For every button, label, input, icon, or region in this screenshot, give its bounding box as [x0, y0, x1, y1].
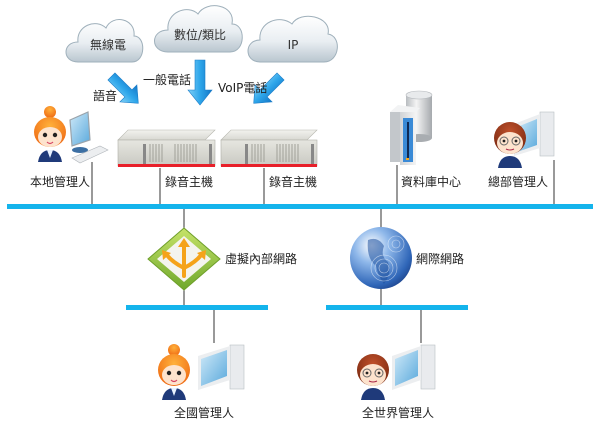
node-label-recorder-2: 錄音主機 — [269, 175, 318, 189]
cloud-label-wireless: 無線電 — [89, 38, 126, 52]
cloud-wireless — [65, 19, 144, 63]
main-bus — [7, 204, 593, 209]
internet-bus — [326, 305, 468, 310]
cloud-label-analog: 數位/類比 — [173, 28, 227, 42]
vpn-bus — [126, 305, 268, 310]
node-label-vpn: 虛擬內部網路 — [225, 252, 298, 266]
arrow-label-voip: VoIP電話 — [218, 81, 268, 95]
recorder-server-1-icon — [117, 129, 216, 167]
arrow-voip — [253, 72, 285, 104]
node-label-national-admin: 全國管理人 — [174, 406, 235, 420]
node-label-internet: 網際網路 — [416, 252, 465, 266]
vpn-icon — [147, 227, 221, 291]
node-label-hq-admin: 總部管理人 — [488, 175, 549, 189]
cloud-label-ip: IP — [287, 38, 299, 52]
global-admin-avatar-icon — [357, 344, 436, 400]
hq-admin-avatar-icon — [494, 111, 555, 168]
arrow-pstn — [187, 59, 213, 106]
arrow-label-pstn: 一般電話 — [143, 73, 192, 87]
cloud-ip — [247, 15, 338, 63]
node-label-database: 資料庫中心 — [401, 175, 462, 189]
node-label-global-admin: 全世界管理人 — [362, 406, 435, 420]
arrow-label-voice: 語音 — [93, 89, 118, 103]
cloud-analog — [154, 5, 243, 53]
recorder-server-2-icon — [220, 129, 318, 167]
arrow-voice — [107, 72, 139, 104]
national-admin-avatar-icon — [158, 344, 245, 400]
node-label-recorder-1: 錄音主機 — [165, 175, 214, 189]
database-icon — [390, 90, 433, 165]
node-label-local-admin: 本地管理人 — [30, 175, 91, 189]
internet-globe-icon — [350, 227, 412, 289]
local-admin-avatar-icon — [34, 106, 109, 164]
